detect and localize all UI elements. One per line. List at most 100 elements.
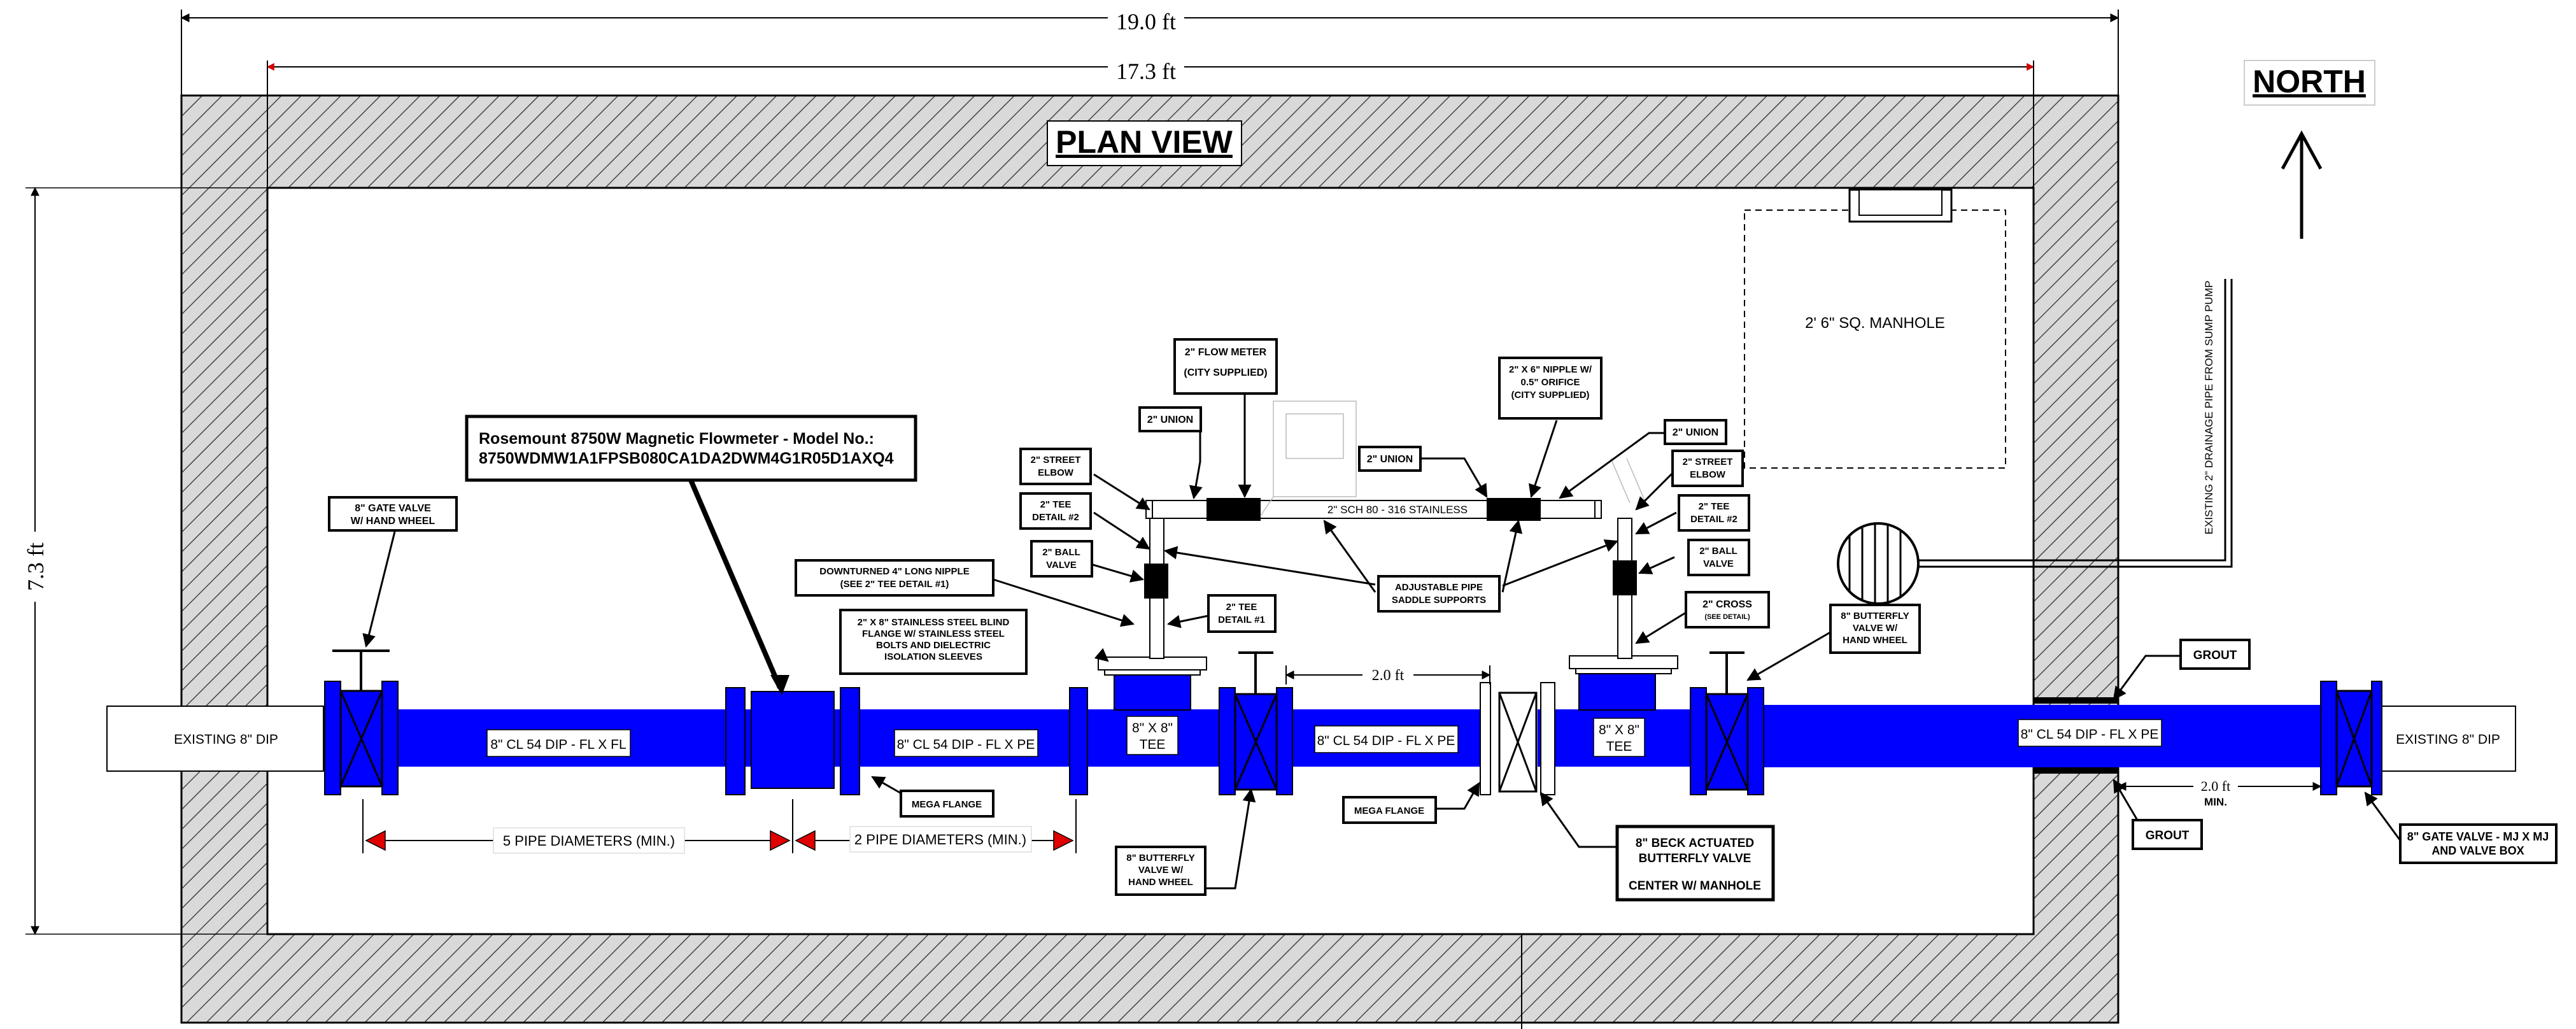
svg-text:AND VALVE BOX: AND VALVE BOX (2431, 844, 2524, 857)
width-text: 7.3 ft (23, 543, 48, 591)
svg-text:EXISTING 8" DIP: EXISTING 8" DIP (2396, 732, 2500, 747)
callout-tee2-right: 2" TEE DETAIL #2 (1678, 494, 1750, 532)
svg-text:CENTER W/ MANHOLE: CENTER W/ MANHOLE (1629, 879, 1761, 893)
overall-length-text: 19.0 ft (1116, 9, 1176, 34)
dimension-width: 7.3 ft (23, 187, 267, 935)
svg-text:(CITY SUPPLIED): (CITY SUPPLIED) (1511, 390, 1589, 401)
callout-ball-valve-left: 2" BALL VALVE (1030, 540, 1093, 578)
svg-text:BOLTS AND DIELECTRIC: BOLTS AND DIELECTRIC (876, 640, 991, 651)
svg-text:DETAIL #2: DETAIL #2 (1690, 514, 1737, 525)
callout-tee1: 2" TEE DETAIL #1 (1207, 594, 1277, 633)
svg-text:2" UNION: 2" UNION (1673, 427, 1718, 438)
callout-union-left: 2" UNION (1138, 406, 1202, 432)
inner-length-text: 17.3 ft (1116, 59, 1176, 84)
svg-text:2" X 6" NIPPLE W/: 2" X 6" NIPPLE W/ (1509, 364, 1592, 375)
svg-text:W/ HAND WHEEL: W/ HAND WHEEL (351, 516, 435, 527)
tee-spacing-dim: 2.0 ft (1285, 665, 1491, 685)
svg-text:MIN.: MIN. (2204, 796, 2227, 808)
vault-walls (180, 94, 2120, 1029)
svg-text:(SEE DETAIL): (SEE DETAIL) (1704, 613, 1750, 621)
svg-text:2.0 ft: 2.0 ft (2201, 778, 2230, 794)
plan-view-title: PLAN VIEW (1047, 120, 1242, 166)
svg-text:2" BALL: 2" BALL (1042, 547, 1080, 558)
svg-text:2" TEE: 2" TEE (1226, 602, 1257, 613)
callout-grout-bottom: GROUT (2132, 819, 2203, 850)
callout-blind-flange: 2" X 8" STAINLESS STEEL BLIND FLANGE W/ … (839, 609, 1028, 675)
svg-text:HAND WHEEL: HAND WHEEL (1128, 877, 1193, 888)
svg-text:VALVE W/: VALVE W/ (1138, 865, 1184, 876)
svg-text:2 PIPE DIAMETERS (MIN.): 2 PIPE DIAMETERS (MIN.) (854, 832, 1026, 848)
callout-flow-meter-2: 2" FLOW METER (CITY SUPPLIED) (1173, 338, 1278, 395)
svg-text:GROUT: GROUT (2146, 829, 2190, 842)
svg-text:8" CL 54 DIP - FL X FL: 8" CL 54 DIP - FL X FL (490, 737, 626, 752)
svg-text:8" BUTTERFLY: 8" BUTTERFLY (1841, 611, 1909, 621)
callout-butterfly-right: 8" BUTTERFLY VALVE W/ HAND WHEEL (1829, 604, 1921, 654)
callout-nipple-orifice: 2" X 6" NIPPLE W/ 0.5" ORIFICE (CITY SUP… (1498, 357, 1603, 420)
svg-text:Rosemount 8750W Magnetic Flowm: Rosemount 8750W Magnetic Flowmeter - Mod… (479, 430, 874, 448)
svg-text:(SEE 2" TEE DETAIL #1): (SEE 2" TEE DETAIL #1) (840, 579, 949, 590)
svg-text:ADJUSTABLE PIPE: ADJUSTABLE PIPE (1395, 582, 1483, 593)
svg-text:SADDLE SUPPORTS: SADDLE SUPPORTS (1392, 595, 1486, 606)
svg-text:0.5" ORIFICE: 0.5" ORIFICE (1521, 377, 1580, 388)
svg-text:2" UNION: 2" UNION (1367, 454, 1413, 465)
svg-text:8" X 8": 8" X 8" (1132, 721, 1173, 735)
svg-text:MEGA FLANGE: MEGA FLANGE (912, 799, 982, 810)
svg-text:8" CL 54 DIP - FL X PE: 8" CL 54 DIP - FL X PE (897, 737, 1035, 752)
svg-text:EXISTING 8" DIP: EXISTING 8" DIP (174, 732, 278, 747)
svg-text:VALVE: VALVE (1703, 558, 1734, 569)
svg-text:8" X 8": 8" X 8" (1599, 723, 1639, 737)
svg-text:TEE: TEE (1606, 739, 1632, 754)
existing-pipe-left (106, 706, 324, 772)
svg-text:5 PIPE DIAMETERS (MIN.): 5 PIPE DIAMETERS (MIN.) (503, 833, 675, 849)
callout-mega-flange-2: MEGA FLANGE (1342, 796, 1437, 824)
drainage-pipe: EXISTING 2" DRAINAGE PIPE FROM SUMP PUMP (1837, 279, 2233, 605)
wall-spacing-dim: 2.0 ft MIN. (2117, 777, 2322, 810)
dimension-inner: 17.3 ft (266, 56, 2035, 188)
svg-text:PLAN VIEW: PLAN VIEW (1056, 124, 1233, 160)
svg-text:2" X 8" STAINLESS STEEL BLIND: 2" X 8" STAINLESS STEEL BLIND (858, 617, 1010, 628)
svg-text:(CITY SUPPLIED): (CITY SUPPLIED) (1184, 367, 1267, 378)
callout-cross: 2" CROSS (SEE DETAIL) (1685, 591, 1770, 628)
callout-mega-flange-1: MEGA FLANGE (900, 790, 994, 818)
bypass-label: 2" SCH 80 - 316 STAINLESS (1327, 504, 1468, 516)
svg-text:8" BECK ACTUATED: 8" BECK ACTUATED (1636, 837, 1754, 850)
svg-text:8750WDMW1A1FPSB080CA1DA2DWM4G1: 8750WDMW1A1FPSB080CA1DA2DWM4G1R05D1AXQ4 (479, 450, 894, 467)
manhole-label: 2' 6" SQ. MANHOLE (1805, 315, 1945, 332)
north-arrow: NORTH (2244, 60, 2375, 239)
svg-text:8" CL 54 DIP - FL X PE: 8" CL 54 DIP - FL X PE (1317, 734, 1455, 748)
svg-text:2" STREET: 2" STREET (1683, 457, 1733, 467)
callout-gate-valve-right: 8" GATE VALVE - MJ X MJ AND VALVE BOX (2399, 823, 2558, 864)
callout-street-elbow-left: 2" STREET ELBOW (1019, 448, 1092, 485)
svg-text:GROUT: GROUT (2193, 649, 2237, 662)
bypass-line: 2" SCH 80 - 316 STAINLESS (1144, 401, 1646, 659)
callout-butterfly-left: 8" BUTTERFLY VALVE W/ HAND WHEEL (1115, 846, 1207, 896)
svg-text:8" BUTTERFLY: 8" BUTTERFLY (1126, 853, 1194, 863)
svg-text:2" FLOW METER: 2" FLOW METER (1185, 347, 1267, 358)
svg-text:2" TEE: 2" TEE (1699, 501, 1730, 512)
flowmeter-model-box: Rosemount 8750W Magnetic Flowmeter - Mod… (465, 415, 917, 695)
svg-text:MEGA FLANGE: MEGA FLANGE (1354, 805, 1424, 816)
callout-grout-top: GROUT (2179, 639, 2251, 670)
svg-text:ISOLATION SLEEVES: ISOLATION SLEEVES (884, 651, 982, 662)
pipe-labels: 8" CL 54 DIP - FL X FL 8" CL 54 DIP - FL… (486, 716, 2162, 757)
svg-text:TEE: TEE (1140, 737, 1166, 752)
main-pipe: EXISTING 8" DIP EXISTING 8" DIP (106, 649, 2516, 796)
svg-text:2" CROSS: 2" CROSS (1702, 599, 1752, 610)
svg-text:BUTTERFLY VALVE: BUTTERFLY VALVE (1639, 852, 1752, 865)
drainage-label: EXISTING 2" DRAINAGE PIPE FROM SUMP PUMP (2203, 281, 2215, 535)
svg-text:DETAIL #2: DETAIL #2 (1032, 512, 1079, 523)
callout-street-elbow-right: 2" STREET ELBOW (1671, 450, 1744, 487)
svg-text:2" BALL: 2" BALL (1699, 546, 1737, 557)
svg-text:8" CL 54 DIP - FL X PE: 8" CL 54 DIP - FL X PE (2021, 727, 2159, 742)
callout-union-right: 2" UNION (1664, 419, 1727, 445)
callout-boxes: 8" GATE VALVE W/ HAND WHEEL 2" FLOW METE… (328, 338, 2558, 902)
svg-text:2" UNION: 2" UNION (1147, 415, 1193, 425)
svg-text:8" GATE VALVE: 8" GATE VALVE (355, 503, 431, 514)
dimension-overall: 19.0 ft (180, 6, 2120, 96)
callout-ball-valve-right: 2" BALL VALVE (1687, 539, 1750, 576)
svg-text:2" TEE: 2" TEE (1040, 499, 1072, 510)
callout-beck-valve: 8" BECK ACTUATED BUTTERFLY VALVE CENTER … (1615, 825, 1775, 902)
svg-text:DOWNTURNED 4" LONG NIPPLE: DOWNTURNED 4" LONG NIPPLE (819, 566, 969, 577)
svg-text:HAND WHEEL: HAND WHEEL (1843, 635, 1907, 646)
